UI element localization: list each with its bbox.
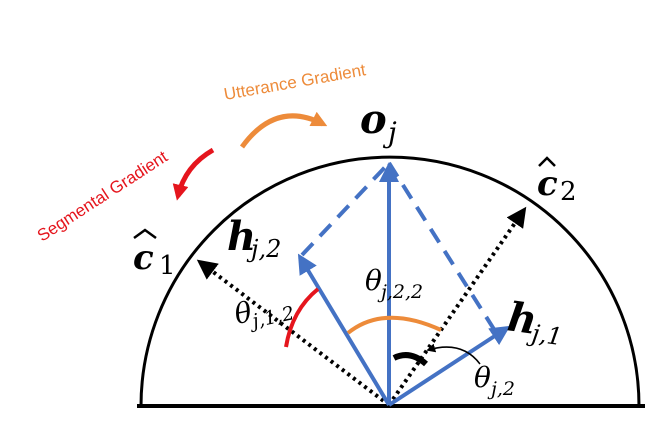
svg-text:j,2: j,2 [246, 235, 281, 263]
svg-text:o: o [360, 96, 387, 143]
segmental-gradient-label: Segmental Gradient [34, 147, 171, 245]
h2-vector [297, 253, 391, 407]
h2-label: h j,2 [227, 213, 281, 263]
utterance-gradient-arrow [239, 111, 328, 149]
c2-vector [387, 206, 527, 407]
svg-text:θ: θ [365, 264, 382, 297]
theta-j2-pointer [426, 343, 481, 365]
dashed-projection-o-h1 [387, 161, 499, 336]
c2-label: c 2 [537, 156, 577, 207]
svg-text:h: h [227, 213, 256, 260]
dashed-projection-h2-o [300, 161, 391, 257]
svg-text:θ: θ [474, 361, 491, 394]
h1-vector [387, 325, 511, 407]
svg-text:c: c [133, 238, 154, 278]
angle-arc-black-theta-j2 [392, 352, 428, 367]
o-label: o j [360, 96, 397, 149]
angle-arc-orange-theta-j22 [346, 315, 442, 335]
theta-j22-label: θ j,2,2 [365, 264, 423, 303]
theta-j2-label: θ j,2 [474, 361, 515, 400]
svg-text:θ: θ [231, 295, 254, 331]
svg-text:j,2: j,2 [487, 378, 515, 400]
segmental-gradient-arrow [172, 147, 215, 201]
svg-text:2: 2 [560, 177, 577, 207]
svg-text:j,2,2: j,2,2 [377, 281, 423, 303]
utterance-gradient-label: Utterance Gradient [222, 60, 367, 104]
svg-text:1: 1 [159, 251, 176, 281]
svg-text:h: h [505, 293, 540, 344]
semicircle-arc [139, 155, 641, 407]
c1-vector [196, 259, 391, 407]
svg-text:c: c [537, 164, 558, 204]
angle-arc-red-theta-j12 [284, 287, 320, 348]
h1-label: h j,1 [505, 293, 565, 351]
c1-label: c 1 [133, 228, 176, 281]
